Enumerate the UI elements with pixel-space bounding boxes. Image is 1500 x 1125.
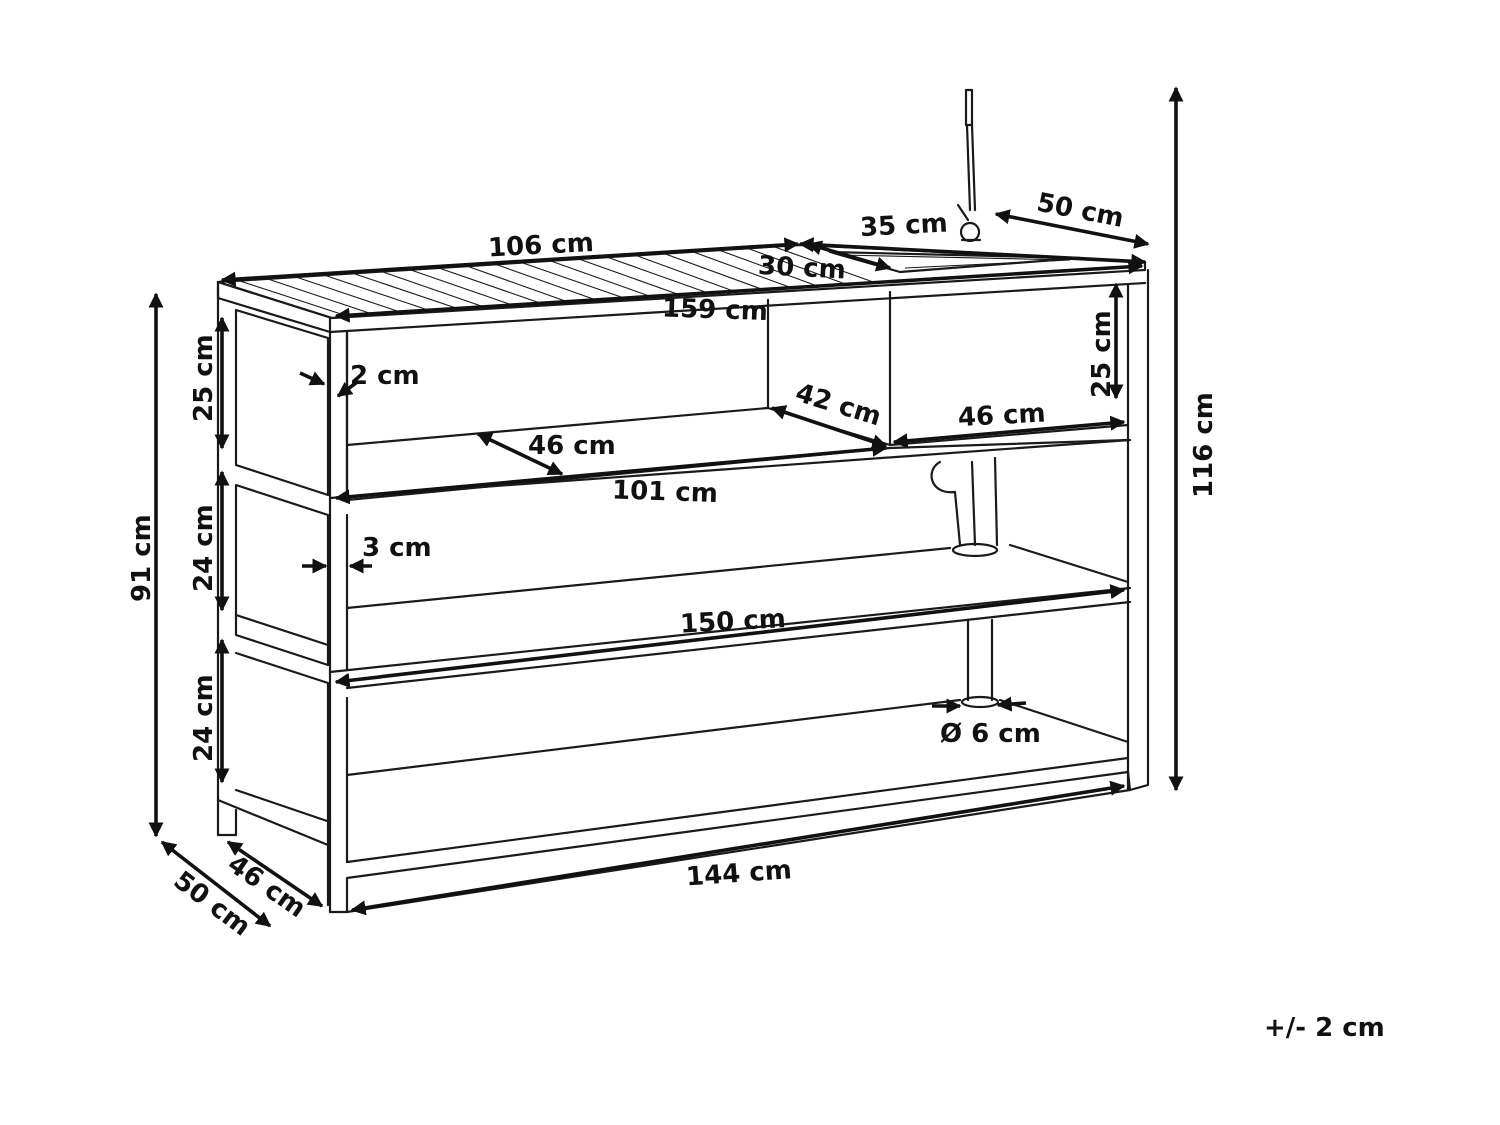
dim-sink-length-label: 35 cm xyxy=(859,209,948,244)
bottom-shelf xyxy=(234,698,1130,824)
dim-sink-cabinet-height-label: 25 cm xyxy=(1087,310,1117,398)
left-end-frame xyxy=(216,280,334,907)
dim-sink-cabinet-depth-label: 46 cm xyxy=(957,399,1046,434)
dim-thickness-top-label: 2 cm xyxy=(350,361,420,391)
dim-cabinet-depth-label: 42 cm xyxy=(792,378,885,432)
tolerance-note: +/- 2 cm xyxy=(1264,1013,1385,1043)
dim-top-shelf-height-label: 25 cm xyxy=(189,334,219,422)
dim-middle-shelf-length-label: 150 cm xyxy=(679,604,786,639)
faucet xyxy=(956,88,982,243)
dim-overall-length-label: 159 cm xyxy=(662,293,769,327)
dimension-arrows xyxy=(148,86,1184,928)
front-frame xyxy=(328,268,1150,914)
dim-middle-shelf-height-label: 24 cm xyxy=(189,504,219,592)
drain-pipe xyxy=(930,456,1000,709)
dim-overall-height-label: 116 cm xyxy=(1189,392,1219,498)
dim-bottom-length-label: 144 cm xyxy=(685,855,793,892)
dim-top-shelf-length-label: 101 cm xyxy=(612,475,719,509)
dim-counter-height-label: 91 cm xyxy=(127,514,157,602)
dim-sink-depth-top-label: 50 cm xyxy=(1034,188,1126,234)
dim-drain-diameter-label: Ø 6 cm xyxy=(940,719,1041,749)
dim-top-shelf-depth-label: 46 cm xyxy=(528,431,616,461)
dim-top-length-label: 106 cm xyxy=(487,228,594,263)
dim-sink-width-label: 30 cm xyxy=(757,251,846,286)
dim-bottom-shelf-height-label: 24 cm xyxy=(189,674,219,762)
dim-frame-thickness-label: 3 cm xyxy=(362,533,432,563)
